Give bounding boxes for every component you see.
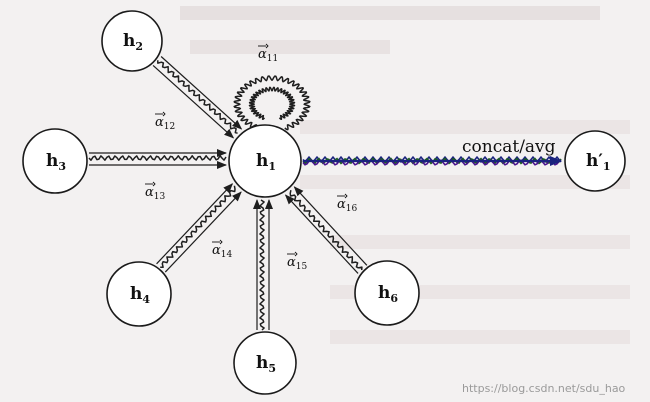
output-arrow: concat/avg (462, 137, 556, 157)
node-h2: h2 (101, 10, 163, 72)
concat-avg-label: concat/avg (462, 137, 556, 157)
node-h3: h3 (22, 128, 88, 194)
alpha-subscript: 14 (221, 250, 233, 260)
edge-h5-to-h1 (253, 199, 273, 331)
nodes: h1 h2 h3 h4 h5 h6 h′1 (22, 10, 626, 395)
alpha-symbol: α (287, 255, 296, 270)
node-h4: h4 (106, 261, 172, 327)
node-h1p: h′1 (564, 130, 626, 192)
alpha-symbol: α (145, 185, 154, 200)
svg-text:h6: h6 (378, 283, 398, 305)
watermark: https://blog.csdn.net/sdu_hao (462, 382, 626, 395)
alpha-subscript: 11 (267, 54, 278, 64)
alpha-symbol: α (337, 197, 346, 212)
alpha-label-15: α15 (287, 251, 308, 272)
alpha-label-16: α16 (337, 193, 358, 214)
node-h1: h1 (228, 124, 302, 198)
alpha-label-12: α12 (155, 111, 175, 132)
svg-text:h′1: h′1 (586, 151, 611, 173)
edge-h2-to-h1 (152, 56, 243, 139)
svg-text:α13: α13 (145, 185, 166, 202)
svg-text:h4: h4 (130, 284, 150, 306)
alpha-subscript: 15 (296, 262, 308, 272)
alpha-symbol: α (212, 243, 221, 258)
edge-h3-to-h1 (88, 149, 227, 169)
alpha-subscript: 16 (346, 204, 358, 214)
alpha-label-14: α14 (212, 239, 233, 260)
svg-text:h2: h2 (123, 31, 143, 53)
svg-text:h5: h5 (256, 353, 276, 375)
alpha-subscript: 12 (164, 122, 175, 132)
svg-text:α16: α16 (337, 197, 358, 214)
svg-text:h3: h3 (46, 151, 66, 173)
node-h6: h6 (354, 260, 420, 326)
alpha-subscript: 13 (154, 192, 166, 202)
edge-h6-to-h1 (284, 186, 368, 274)
svg-text:α12: α12 (155, 115, 175, 132)
svg-text:α14: α14 (212, 243, 233, 260)
svg-text:h1: h1 (256, 151, 276, 173)
edge-h4-to-h1 (156, 183, 242, 273)
alpha-symbol: α (155, 115, 164, 130)
alpha-label-13: α13 (145, 181, 166, 202)
alpha-symbol: α (258, 47, 267, 62)
self-loop-h1 (233, 75, 311, 131)
node-h5: h5 (233, 331, 297, 395)
edge-h1-to-h1prime (302, 155, 562, 166)
alpha-label-11: α11 (258, 43, 278, 64)
svg-text:α15: α15 (287, 255, 308, 272)
svg-text:α11: α11 (258, 47, 278, 64)
attention-edges (88, 56, 562, 331)
